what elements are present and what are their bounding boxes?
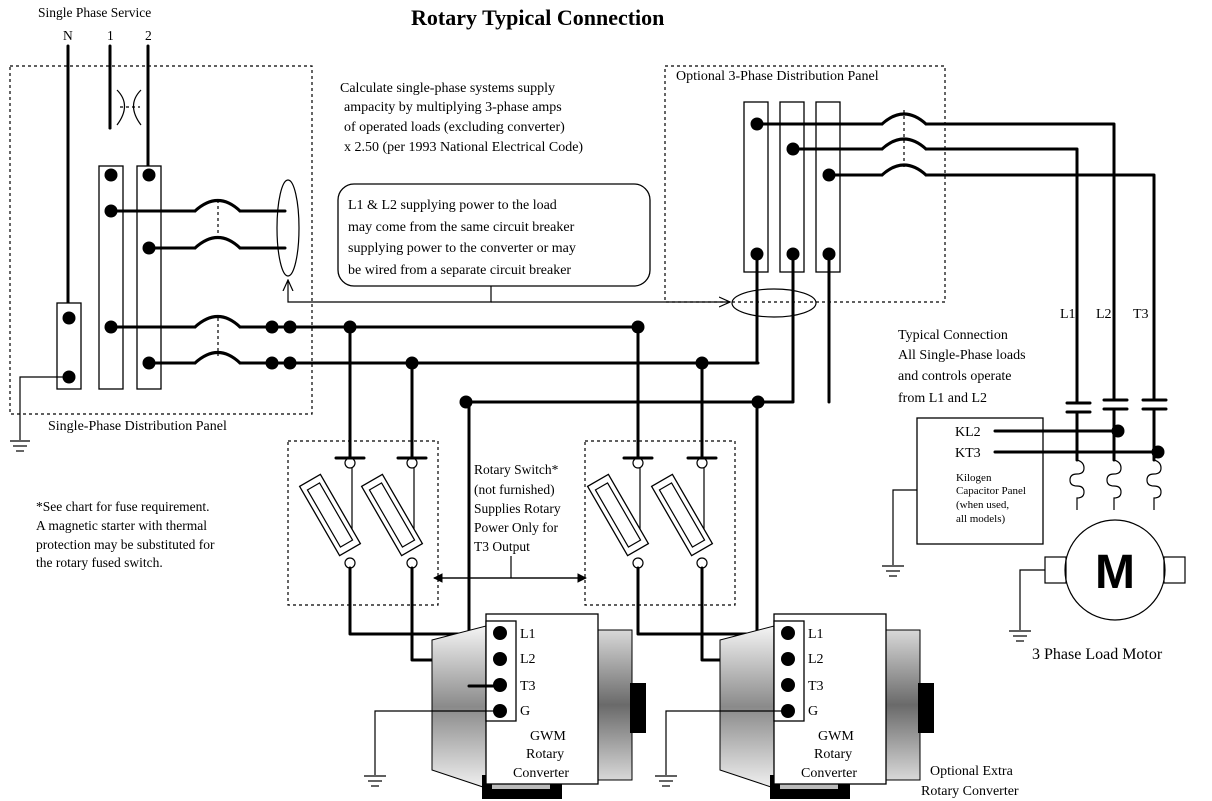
svg-text:T3 Output: T3 Output [474,539,530,554]
capacitor-panel [916,417,1044,545]
svg-text:be wired from a separate circu: be wired from a separate circuit breaker [348,263,571,278]
extra-converter-label: Optional Extra Rotary Converter [921,764,1019,799]
svg-text:Optional Extra: Optional Extra [930,764,1014,779]
svg-text:T3: T3 [808,679,824,694]
svg-text:Typical Connection: Typical Connection [898,328,1008,343]
callout-box [337,183,651,287]
rotary-switch-1-outline [287,440,439,606]
svg-text:supplying power to the convert: supplying power to the converter or may [348,241,576,256]
load-motor: M [1044,519,1186,621]
svg-text:L2: L2 [520,652,536,667]
svg-text:Rotary: Rotary [814,747,852,762]
page-title: Rotary Typical Connection [411,5,664,30]
capacitor-kt3-label: KT3 [955,446,981,461]
rotary-converter-2: L1 L2 T3 G GWM Rotary Converter [719,613,934,799]
capacitor-panel-desc: Kilogen Capacitor Panel (when used, all … [956,472,1026,525]
load-line-labels: L1 L2 T3 [1060,307,1149,322]
three-phase-bus-3 [815,101,841,273]
svg-text:Rotary: Rotary [526,747,564,762]
motor-symbol: M [1095,546,1135,599]
fuse-note: *See chart for fuse requirement. A magne… [36,499,215,570]
bus-bar-2 [136,165,162,390]
svg-text:protection may be substituted: protection may be substituted for [36,537,215,552]
svg-text:*See chart for fuse requiremen: *See chart for fuse requirement. [36,499,210,514]
service-label: Single Phase Service [38,5,151,20]
svg-text:Power Only for: Power Only for [474,520,558,535]
svg-text:Rotary Converter: Rotary Converter [921,784,1019,799]
service-neutral-label: N [63,28,73,43]
capacitor-kl2-label: KL2 [955,425,981,440]
calc-note: Calculate single-phase systems supply am… [340,81,583,155]
svg-text:L1 & L2 supplying power to the: L1 & L2 supplying power to the load [348,198,557,213]
svg-text:Converter: Converter [513,766,569,781]
svg-text:and controls operate: and controls operate [898,369,1012,384]
svg-text:Rotary Switch*: Rotary Switch* [474,462,559,477]
svg-text:the rotary fused switch.: the rotary fused switch. [36,555,163,570]
bus-bar-1 [98,165,124,390]
svg-text:of operated loads (excluding c: of operated loads (excluding converter) [344,120,565,135]
three-phase-bus-2 [779,101,805,273]
svg-text:L2: L2 [1096,307,1112,322]
svg-text:All Single-Phase loads: All Single-Phase loads [898,348,1026,363]
svg-text:from L1 and L2: from L1 and L2 [898,391,987,406]
single-phase-panel-label: Single-Phase Distribution Panel [48,419,227,434]
svg-text:Capacitor Panel: Capacitor Panel [956,485,1026,497]
svg-text:G: G [808,704,818,719]
svg-text:(not furnished): (not furnished) [474,482,555,497]
svg-text:GWM: GWM [818,729,854,744]
svg-text:T3: T3 [520,679,536,694]
svg-text:G: G [520,704,530,719]
svg-text:L1: L1 [520,627,536,642]
three-phase-panel-outline [664,65,946,303]
svg-text:x 2.50 (per 1993 National Elec: x 2.50 (per 1993 National Electrical Cod… [344,140,583,155]
svg-text:Calculate single-phase systems: Calculate single-phase systems supply [340,81,555,96]
svg-text:all models): all models) [956,513,1006,525]
motor-label: 3 Phase Load Motor [1032,646,1163,663]
service-line1-label: 1 [107,28,114,43]
svg-text:A magnetic starter with therma: A magnetic starter with thermal [36,518,207,533]
single-phase-panel-outline [9,65,313,415]
svg-text:may come from the same circuit: may come from the same circuit breaker [348,220,575,235]
three-phase-panel-label: Optional 3-Phase Distribution Panel [676,69,879,84]
typical-note: Typical Connection All Single-Phase load… [898,328,1026,406]
callout-note: L1 & L2 supplying power to the load may … [348,198,576,278]
svg-text:Supplies Rotary: Supplies Rotary [474,501,561,516]
svg-text:L1: L1 [808,627,824,642]
svg-text:T3: T3 [1133,307,1149,322]
svg-text:Kilogen: Kilogen [956,472,992,484]
switch-note: Rotary Switch* (not furnished) Supplies … [474,462,561,554]
svg-text:GWM: GWM [530,729,566,744]
rotary-switch-2-outline [584,440,736,606]
svg-text:ampacity by multiplying 3-phas: ampacity by multiplying 3-phase amps [344,100,562,115]
rotary-converter-1: L1 L2 T3 G GWM Rotary Converter [431,613,646,799]
motor-windings [1069,459,1162,510]
svg-text:L2: L2 [808,652,824,667]
svg-text:(when used,: (when used, [956,499,1009,511]
service-line2-label: 2 [145,28,152,43]
svg-text:Converter: Converter [801,766,857,781]
svg-text:L1: L1 [1060,307,1076,322]
